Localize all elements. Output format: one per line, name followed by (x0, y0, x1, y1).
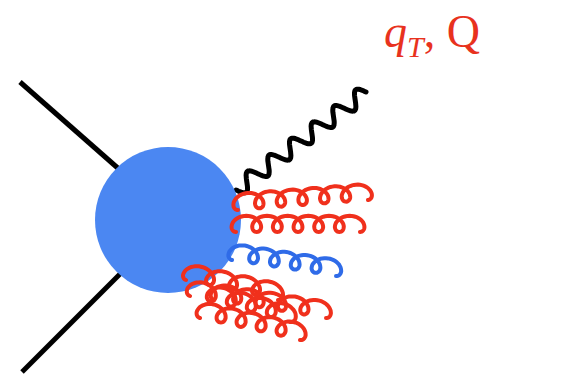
gluon-line (228, 245, 341, 276)
gluon-group (183, 185, 372, 341)
gluon-line (183, 266, 283, 300)
photon-line (236, 89, 366, 193)
incoming-line (20, 82, 120, 170)
scale-symbol: , Q (424, 6, 480, 57)
momentum-symbol: q (384, 6, 407, 57)
incoming-line (22, 272, 122, 372)
subscript: T (407, 30, 424, 63)
gluon-line (232, 216, 365, 232)
gluon-line (233, 185, 372, 210)
kinematics-label: qT, Q (384, 4, 480, 65)
